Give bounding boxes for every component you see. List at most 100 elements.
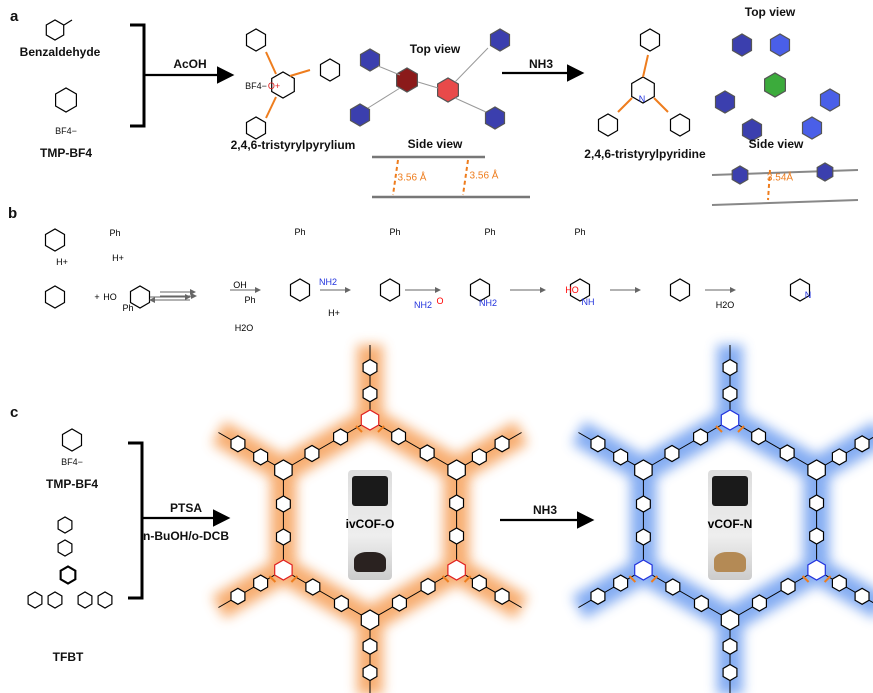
phenyl-ring (597, 113, 619, 137)
pyrylium-node (807, 559, 826, 581)
tmp-bf4-label-c: TMP-BF4 (46, 477, 98, 491)
mechanism-label: NH2 (318, 277, 338, 287)
tmp-ring (54, 87, 78, 113)
biphenyl-ring (253, 448, 269, 466)
vinylene-bond (650, 575, 659, 583)
acoh-label: AcOH (173, 57, 207, 71)
biphenyl-ring (665, 578, 681, 596)
crystal-phenyl (741, 118, 763, 142)
mechanism-ring (569, 278, 591, 302)
counterion-label: BF4− (55, 126, 77, 136)
vinylene-bond (265, 51, 277, 75)
pyrylium-name: 2,4,6-tristyrylpyrylium (230, 138, 356, 152)
mechanism-label: Ph (294, 227, 306, 237)
mechanism-label: Ph (484, 227, 496, 237)
mechanism-ring (129, 285, 151, 309)
crystal-phenyl (731, 165, 749, 185)
biphenyl-ring (854, 435, 870, 453)
triazine-node (447, 459, 466, 481)
pyrylium-node (447, 559, 466, 581)
biphenyl-ring (809, 527, 825, 545)
biphenyl-ring (362, 358, 378, 377)
side-view-label-1: Side view (407, 137, 463, 151)
biphenyl-ring (275, 528, 291, 546)
vcof-n-framework (571, 345, 873, 693)
crystal-phenyl (819, 88, 841, 112)
biphenyl-ring (333, 428, 349, 446)
ivcof-o-label: ivCOF-O (345, 517, 395, 531)
biphenyl-ring (333, 594, 349, 613)
nh3-label-c: NH3 (532, 503, 558, 517)
biphenyl-ring (230, 435, 246, 453)
mechanism-label: H+ (56, 257, 68, 267)
biphenyl-ring (391, 427, 407, 446)
tmp-counterion-c: BF4− (61, 457, 83, 467)
triazine-node (720, 609, 740, 631)
nh3-label-a: NH3 (528, 57, 554, 71)
biphenyl-ring (722, 358, 738, 377)
phenyl-ring (319, 58, 341, 82)
mechanism-ring (469, 278, 491, 302)
biphenyl-ring (635, 528, 651, 546)
crystal-pyridine (763, 72, 787, 98)
mechanism-label: Ph (244, 295, 256, 305)
mechanism-label: H+ (112, 253, 124, 263)
stacking-distance (767, 169, 771, 201)
mechanism-label: N (804, 290, 812, 300)
ivcof-o-bonds (218, 345, 522, 693)
pyrylium-oxygen: O+ (267, 81, 281, 91)
reagent-bracket-a (130, 23, 146, 128)
top-view-label-2: Top view (744, 5, 796, 19)
pyrylium-ring (271, 71, 295, 99)
tmp-ring (61, 428, 83, 452)
biphenyl-ring (831, 448, 847, 466)
biphenyl-ring (253, 574, 269, 592)
ivcof-o-framework (211, 345, 529, 693)
mechanism-label: H2O (234, 323, 254, 333)
biphenyl-ring (471, 448, 487, 466)
crystal-phenyl (816, 162, 834, 182)
distance-label-2: 3.54Å (766, 172, 794, 184)
vinylene-bond (268, 575, 277, 583)
biphenyl-ring (751, 427, 767, 446)
tfbt-ring (60, 566, 76, 584)
vinylene-bond (653, 97, 669, 113)
pyridine-ring (631, 76, 655, 104)
tfbt-ring (97, 591, 113, 609)
biphenyl-ring (722, 385, 738, 403)
biphenyl-ring (362, 663, 378, 682)
vinylene-bond (355, 425, 363, 433)
biphenyl-ring (854, 587, 870, 605)
biphenyl-ring (613, 448, 629, 466)
phenyl-ring (245, 116, 267, 140)
bond (454, 47, 489, 83)
vinylene-bond (823, 575, 832, 583)
mechanism-label: Ph (122, 303, 134, 313)
mechanism-label: NH2 (413, 300, 433, 310)
crystal-pyrylium (437, 77, 459, 103)
mechanism-label: NH2 (478, 298, 498, 308)
crystal-phenyl (769, 33, 791, 57)
pyrylium-counterion: BF4− (245, 81, 267, 91)
biphenyl-ring (494, 435, 510, 453)
biphenyl-ring (305, 578, 321, 596)
biphenyl-ring (471, 574, 487, 592)
pyrylium-node (360, 409, 380, 431)
distance-label-1b: 3.56 Å (469, 170, 499, 182)
stacking-distance (462, 159, 469, 196)
biphenyl-ring (449, 494, 465, 512)
mechanism-label: Ph (389, 227, 401, 237)
crystal-phenyl (731, 33, 753, 57)
biphenyl-ring (590, 435, 606, 453)
bond (377, 65, 401, 76)
benzaldehyde-label: Benzaldehyde (19, 45, 101, 59)
vinylene-bond (628, 575, 637, 583)
mechanism-label: OH (233, 280, 247, 290)
vcof-n-label: vCOF-N (707, 517, 753, 531)
biphenyl-ring (635, 495, 651, 513)
biphenyl-ring (664, 444, 680, 463)
tfbt-ring (27, 591, 43, 609)
biphenyl-ring (362, 385, 378, 403)
